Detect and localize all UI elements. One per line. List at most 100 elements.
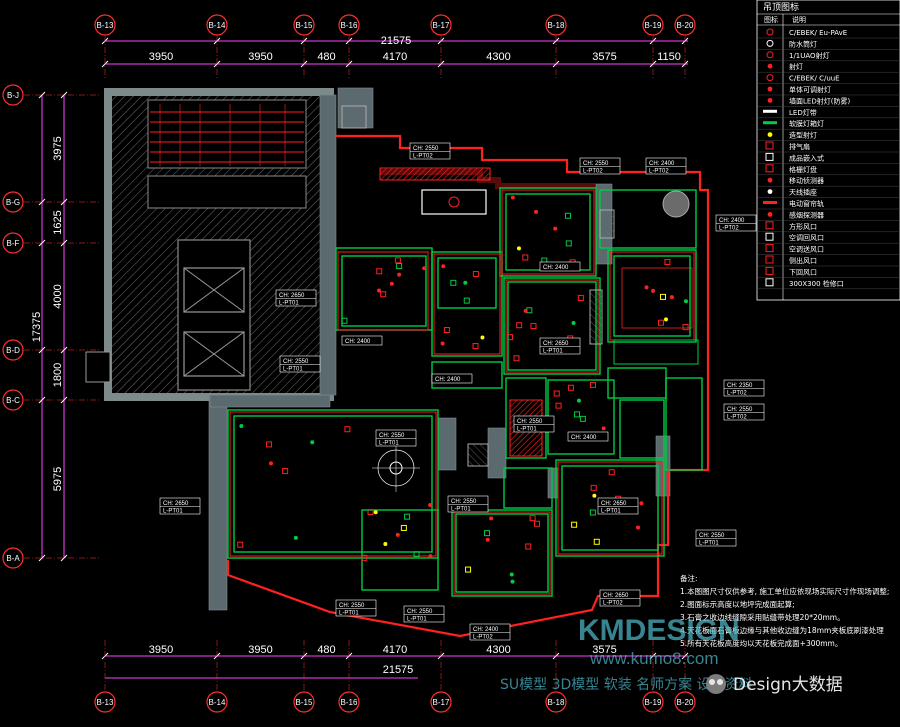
- downlight-icon: [534, 520, 541, 527]
- spotlight-icon: [664, 317, 669, 322]
- bottom-segment-dim: 4300: [486, 644, 510, 656]
- spotlight-icon: [395, 532, 400, 537]
- downlight-icon: [682, 324, 689, 331]
- ceiling-finish-code: L-PT02: [413, 154, 433, 160]
- axis-label: B-14: [209, 21, 226, 30]
- downlight-icon: [465, 566, 472, 573]
- legend-label: 排气扇: [789, 142, 810, 151]
- downlight-icon: [237, 541, 244, 548]
- axis-bubble-b-15-bottom: B-15: [293, 691, 315, 713]
- ceiling-height-value: CH: 2550: [699, 533, 725, 539]
- downlight-icon: [565, 240, 572, 247]
- spotlight-icon: [239, 423, 244, 428]
- bottom-segment-dim: 480: [317, 644, 335, 656]
- ceiling-height-value: CH: 2550: [451, 499, 477, 505]
- left-segment-dim: 3975: [52, 136, 64, 160]
- downlight-icon: [344, 426, 351, 433]
- ceiling-finish-code: L-PT01: [283, 367, 303, 373]
- ceiling-height-value: CH: 2550: [413, 146, 439, 152]
- ceiling-height-value: CH: 2550: [517, 419, 543, 425]
- ceiling-finish-code: L-PT01: [451, 507, 471, 513]
- spotlight-icon: [422, 266, 427, 271]
- axis-label: B-A: [6, 554, 20, 563]
- axis-bubble-b-20-top: B-20: [674, 14, 696, 36]
- downlight-icon: [463, 297, 470, 304]
- bottom-segment-dim: 3950: [248, 644, 272, 656]
- legend-symbol-icon: [767, 212, 773, 217]
- axis-label: B-13: [97, 21, 114, 30]
- ceiling-finish-code: L-PT01: [699, 541, 719, 547]
- ceiling-finish-code: L-PT01: [601, 509, 621, 515]
- downlight-icon: [396, 263, 403, 270]
- watermark-badge: Design大数据: [733, 675, 843, 695]
- ceiling-finish-code: L-PT01: [279, 301, 299, 307]
- legend-label: 防水筒灯: [789, 39, 817, 48]
- spotlight-icon: [601, 426, 606, 431]
- axis-label: B-17: [433, 21, 450, 30]
- watermark-brand: KMDESIGN: [578, 614, 740, 647]
- axis-label: B-G: [6, 198, 20, 207]
- spotlight-icon: [571, 321, 576, 326]
- legend-row: 移动侦测器: [757, 176, 900, 187]
- downlight-icon: [394, 257, 401, 264]
- legend-label: C/EBEK/ Eu-PAvE: [789, 29, 847, 37]
- legend-symbol-icon: [766, 51, 774, 59]
- ceiling-height-value: CH: 2650: [279, 293, 305, 299]
- axis-bubble-b-j: B-J: [2, 84, 24, 106]
- legend-symbol-icon: [767, 86, 773, 92]
- downlight-icon: [404, 513, 411, 520]
- spotlight-icon: [268, 461, 273, 466]
- bottom-segment-dim: 3575: [592, 644, 616, 656]
- legend-row: 单体可调射灯: [757, 85, 900, 96]
- axis-bubble-b-15-top: B-15: [293, 14, 315, 36]
- legend-symbol-icon: [763, 201, 777, 204]
- axis-bubble-b-13-top: B-13: [94, 14, 116, 36]
- legend-symbol-icon: [765, 266, 774, 275]
- top-segment-dim: 4170: [383, 51, 407, 63]
- legend-label: 300X300 检修口: [789, 279, 844, 288]
- spotlight-icon: [534, 209, 539, 214]
- spotlight-icon: [683, 299, 688, 304]
- legend-symbol-icon: [765, 141, 774, 150]
- legend-row: 电动窗帘轨: [757, 199, 900, 210]
- legend-symbol-icon: [767, 177, 773, 183]
- axis-label: B-14: [209, 698, 226, 707]
- spotlight-icon: [651, 288, 656, 293]
- legend-label: 方形风口: [789, 222, 817, 231]
- axis-bubble-b-d: B-D: [2, 339, 24, 361]
- legend-label: 感烟探测器: [789, 210, 824, 219]
- legend-title: 吊顶图标: [763, 1, 799, 13]
- notes-block: 备注: 1.本图图尺寸仅供参考, 施工单位应依现场实际尺寸作现场调整; 2.图面…: [680, 573, 889, 648]
- spotlight-icon: [485, 537, 490, 542]
- legend-row: 天线插座: [757, 188, 900, 198]
- notes-title: 备注:: [680, 573, 698, 583]
- downlight-icon: [608, 469, 615, 476]
- top-total-dim: 21575: [381, 35, 412, 47]
- legend-header-icon: 图标: [764, 15, 778, 24]
- legend-label: 移动侦测器: [789, 176, 824, 185]
- legend-row: 软膜灯箱灯: [757, 119, 900, 130]
- legend-row: 格栅灯盘: [757, 164, 900, 176]
- legend-symbol-icon: [765, 278, 774, 287]
- left-total-dim: 17375: [31, 312, 43, 343]
- ceiling-finish-code: L-PT01: [517, 427, 537, 433]
- legend-row: 空调送风口: [757, 244, 900, 255]
- axis-bubble-b-20-bottom: B-20: [674, 691, 696, 713]
- legend-row: 成品嵌入式: [757, 152, 900, 164]
- legend-row: LED灯带: [757, 108, 900, 119]
- ceiling-finish-code: L-PT02: [473, 635, 493, 641]
- axis-bubble-b-g: B-G: [2, 191, 24, 213]
- spotlight-icon: [389, 281, 394, 286]
- legend-symbol-icon: [763, 109, 777, 113]
- left-segment-dim: 1625: [52, 210, 64, 234]
- legend-row: 墙面LED射灯(防雾): [757, 96, 900, 107]
- legend-row: 排气扇: [757, 141, 900, 153]
